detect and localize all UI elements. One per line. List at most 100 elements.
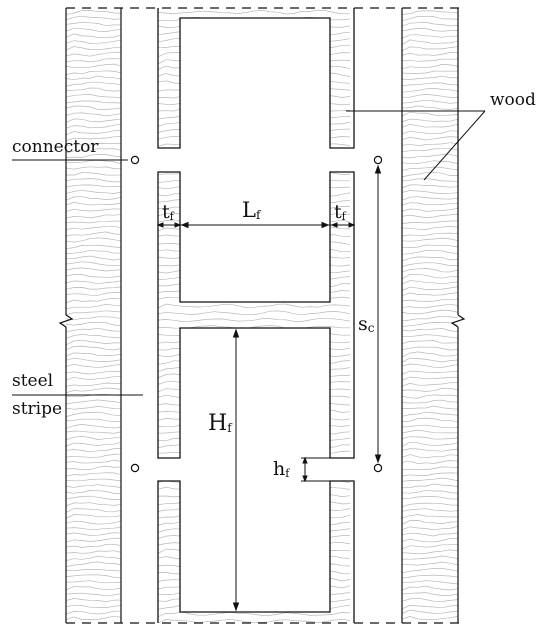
grain-line xyxy=(66,532,121,536)
grain-line xyxy=(402,472,458,477)
grain-line xyxy=(158,408,351,414)
grain-line xyxy=(402,273,458,280)
grain-line xyxy=(158,569,351,575)
grain-line xyxy=(402,514,458,519)
grain-line xyxy=(158,275,351,281)
grain-line xyxy=(402,202,458,206)
grain-line xyxy=(402,190,458,194)
grain-line xyxy=(158,366,351,373)
grain-line xyxy=(66,63,121,69)
grain-line xyxy=(158,86,351,92)
tf-left-label: tf xyxy=(162,201,175,223)
sc-label: sc xyxy=(358,313,375,335)
grain-line xyxy=(66,322,121,327)
grain-line xyxy=(66,39,121,44)
grain-line xyxy=(402,22,458,27)
grain-line xyxy=(66,202,121,206)
grain-line xyxy=(66,189,121,194)
grain-line xyxy=(158,79,351,85)
grain-line xyxy=(158,254,351,260)
grain-line xyxy=(158,576,351,582)
grain-line xyxy=(66,261,121,266)
grain-line xyxy=(158,135,351,141)
grain-line xyxy=(158,184,351,190)
grain-line xyxy=(66,46,121,51)
connectors xyxy=(130,155,383,473)
grain-line xyxy=(402,441,458,447)
grain-line xyxy=(402,196,458,201)
grain-line xyxy=(66,490,121,494)
grain-line xyxy=(158,247,351,253)
grain-line xyxy=(402,616,458,621)
grain-line xyxy=(158,380,351,386)
grain-line xyxy=(158,359,351,365)
grain-line xyxy=(402,376,458,381)
grain-line xyxy=(402,147,458,153)
grain-line xyxy=(66,555,121,561)
grain-line xyxy=(158,415,351,421)
steel-stripe-texture xyxy=(158,9,351,623)
grain-line xyxy=(402,448,458,452)
grain-line xyxy=(402,237,458,242)
grain-line xyxy=(66,267,121,272)
steel-stripe xyxy=(157,8,355,623)
grain-line xyxy=(158,611,351,618)
grain-line xyxy=(66,148,121,154)
grain-line xyxy=(402,477,458,482)
grain-line xyxy=(402,346,458,351)
grain-line xyxy=(158,562,351,568)
grain-line xyxy=(66,172,121,176)
grain-line xyxy=(402,10,458,15)
grain-line xyxy=(66,543,121,548)
grain-line xyxy=(66,430,121,434)
grain-line xyxy=(158,261,351,267)
grain-line xyxy=(66,178,121,183)
grain-line xyxy=(66,376,121,381)
grain-line xyxy=(158,226,351,232)
grain-line xyxy=(402,489,458,494)
grain-line xyxy=(402,280,458,285)
grain-line xyxy=(66,100,121,104)
grain-line xyxy=(66,21,121,27)
grain-line xyxy=(66,472,121,477)
grain-line xyxy=(158,457,351,463)
grain-line xyxy=(402,166,458,171)
grain-line xyxy=(158,548,350,554)
grain-line xyxy=(402,555,458,560)
grain-line xyxy=(66,303,121,310)
grain-line xyxy=(66,502,121,507)
connector-top-right xyxy=(373,155,383,165)
grain-line xyxy=(402,399,458,404)
grain-line xyxy=(158,149,351,155)
grain-line xyxy=(66,316,121,321)
grain-line xyxy=(66,220,121,224)
grain-line xyxy=(66,87,121,92)
grain-line xyxy=(66,352,121,357)
grain-line xyxy=(66,196,121,201)
grain-line xyxy=(66,112,121,117)
grain-line xyxy=(402,387,458,392)
grain-line xyxy=(402,502,458,508)
grain-line xyxy=(402,357,458,363)
grain-line xyxy=(66,136,121,141)
grain-line xyxy=(402,250,458,255)
grain-line xyxy=(158,65,351,71)
grain-line xyxy=(402,574,458,579)
grain-line xyxy=(66,484,121,488)
grain-line xyxy=(402,340,458,345)
grain-line xyxy=(402,39,458,45)
connector-top-left xyxy=(130,155,140,165)
grain-line xyxy=(66,459,121,464)
grain-line xyxy=(402,244,458,248)
grain-line xyxy=(66,465,121,470)
grain-line xyxy=(158,164,350,168)
grain-line xyxy=(158,107,351,113)
grain-line xyxy=(402,363,458,368)
grain-line xyxy=(402,184,458,189)
grain-line xyxy=(66,10,121,16)
grain-line xyxy=(158,44,350,50)
grain-line xyxy=(402,142,458,147)
connector-label: connector xyxy=(12,137,99,157)
grain-line xyxy=(402,226,458,230)
grain-line xyxy=(402,105,458,110)
